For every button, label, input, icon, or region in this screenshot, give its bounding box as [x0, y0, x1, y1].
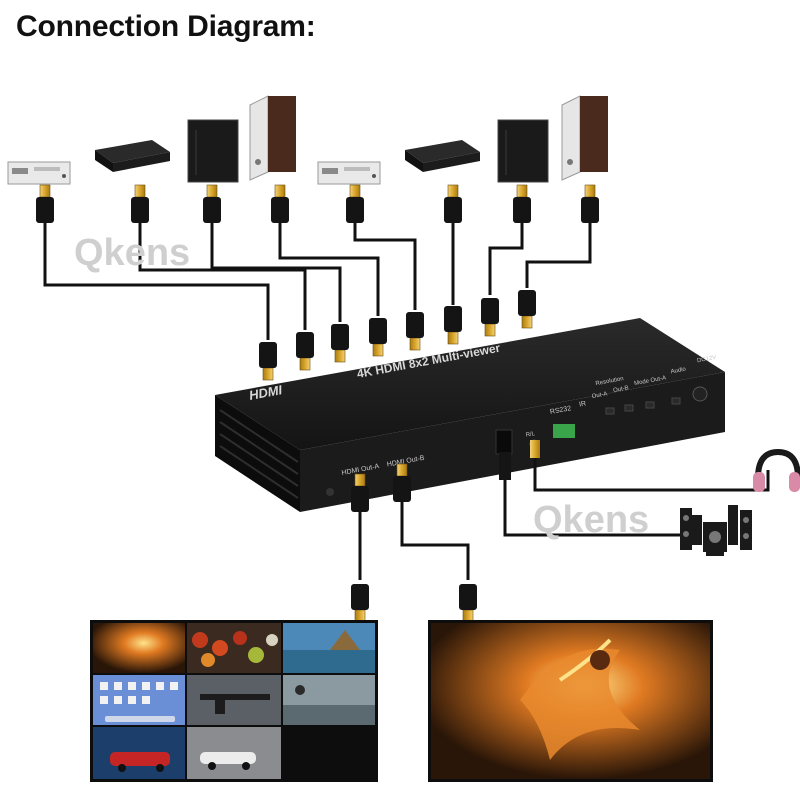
device-logo: HDMI — [248, 382, 284, 403]
res-out-b-label: Out-B — [613, 385, 630, 394]
input-cables — [43, 220, 592, 340]
upper-hdmi-plugs — [35, 184, 600, 224]
rs232-label: RS232 — [549, 405, 571, 416]
output-cables — [358, 456, 770, 580]
resolution-label: Resolution — [595, 376, 624, 387]
quad-tile-car-white — [187, 727, 281, 779]
source-dvd-player-2 — [317, 161, 381, 185]
dc-power-port — [692, 386, 708, 402]
optical-plug — [499, 452, 511, 480]
audio-plug — [530, 440, 540, 458]
quad-view-display — [90, 620, 378, 782]
source-pc-tower-1 — [249, 95, 296, 181]
source-pc-tower-2 — [561, 95, 608, 181]
dc-label: DC12V — [697, 355, 717, 364]
source-dvd-player-1 — [7, 161, 71, 185]
speaker-system-icon — [680, 505, 752, 556]
spdif-port — [495, 429, 513, 455]
watermark-top: Qkens — [74, 232, 190, 274]
rs232-terminal — [553, 424, 575, 438]
quad-tile-vegetables — [187, 623, 281, 673]
ir-label: IR — [579, 400, 587, 408]
single-view-display — [428, 620, 713, 782]
source-set-top-box-2 — [405, 140, 480, 172]
audio-label: Audio — [670, 366, 687, 375]
rl-label: R/L — [525, 431, 536, 439]
quad-tile-empty — [283, 727, 375, 779]
diagram-title: Connection Diagram: — [16, 10, 316, 43]
multiviewer-device: HDMI 4K HDMI 8x2 Multi-viewer HDMI Out-A… — [215, 318, 725, 512]
source-game-console-1 — [187, 119, 239, 183]
quad-tile-desktop — [93, 675, 185, 725]
quad-tile-weapon — [187, 675, 281, 725]
source-game-console-2 — [497, 119, 549, 183]
headphones-icon — [753, 448, 800, 492]
quad-tile-battle-scene — [283, 675, 375, 725]
mode-label: Mode Out-A — [634, 375, 667, 387]
source-set-top-box-1 — [95, 140, 170, 172]
watermark-bottom: Qkens — [533, 499, 649, 541]
quad-tile-seascape — [283, 623, 375, 673]
quad-tile-car-red — [93, 727, 185, 779]
res-out-a-label: Out-A — [591, 391, 608, 400]
power-led — [326, 488, 334, 496]
quad-tile-fire-dancer — [93, 623, 185, 673]
